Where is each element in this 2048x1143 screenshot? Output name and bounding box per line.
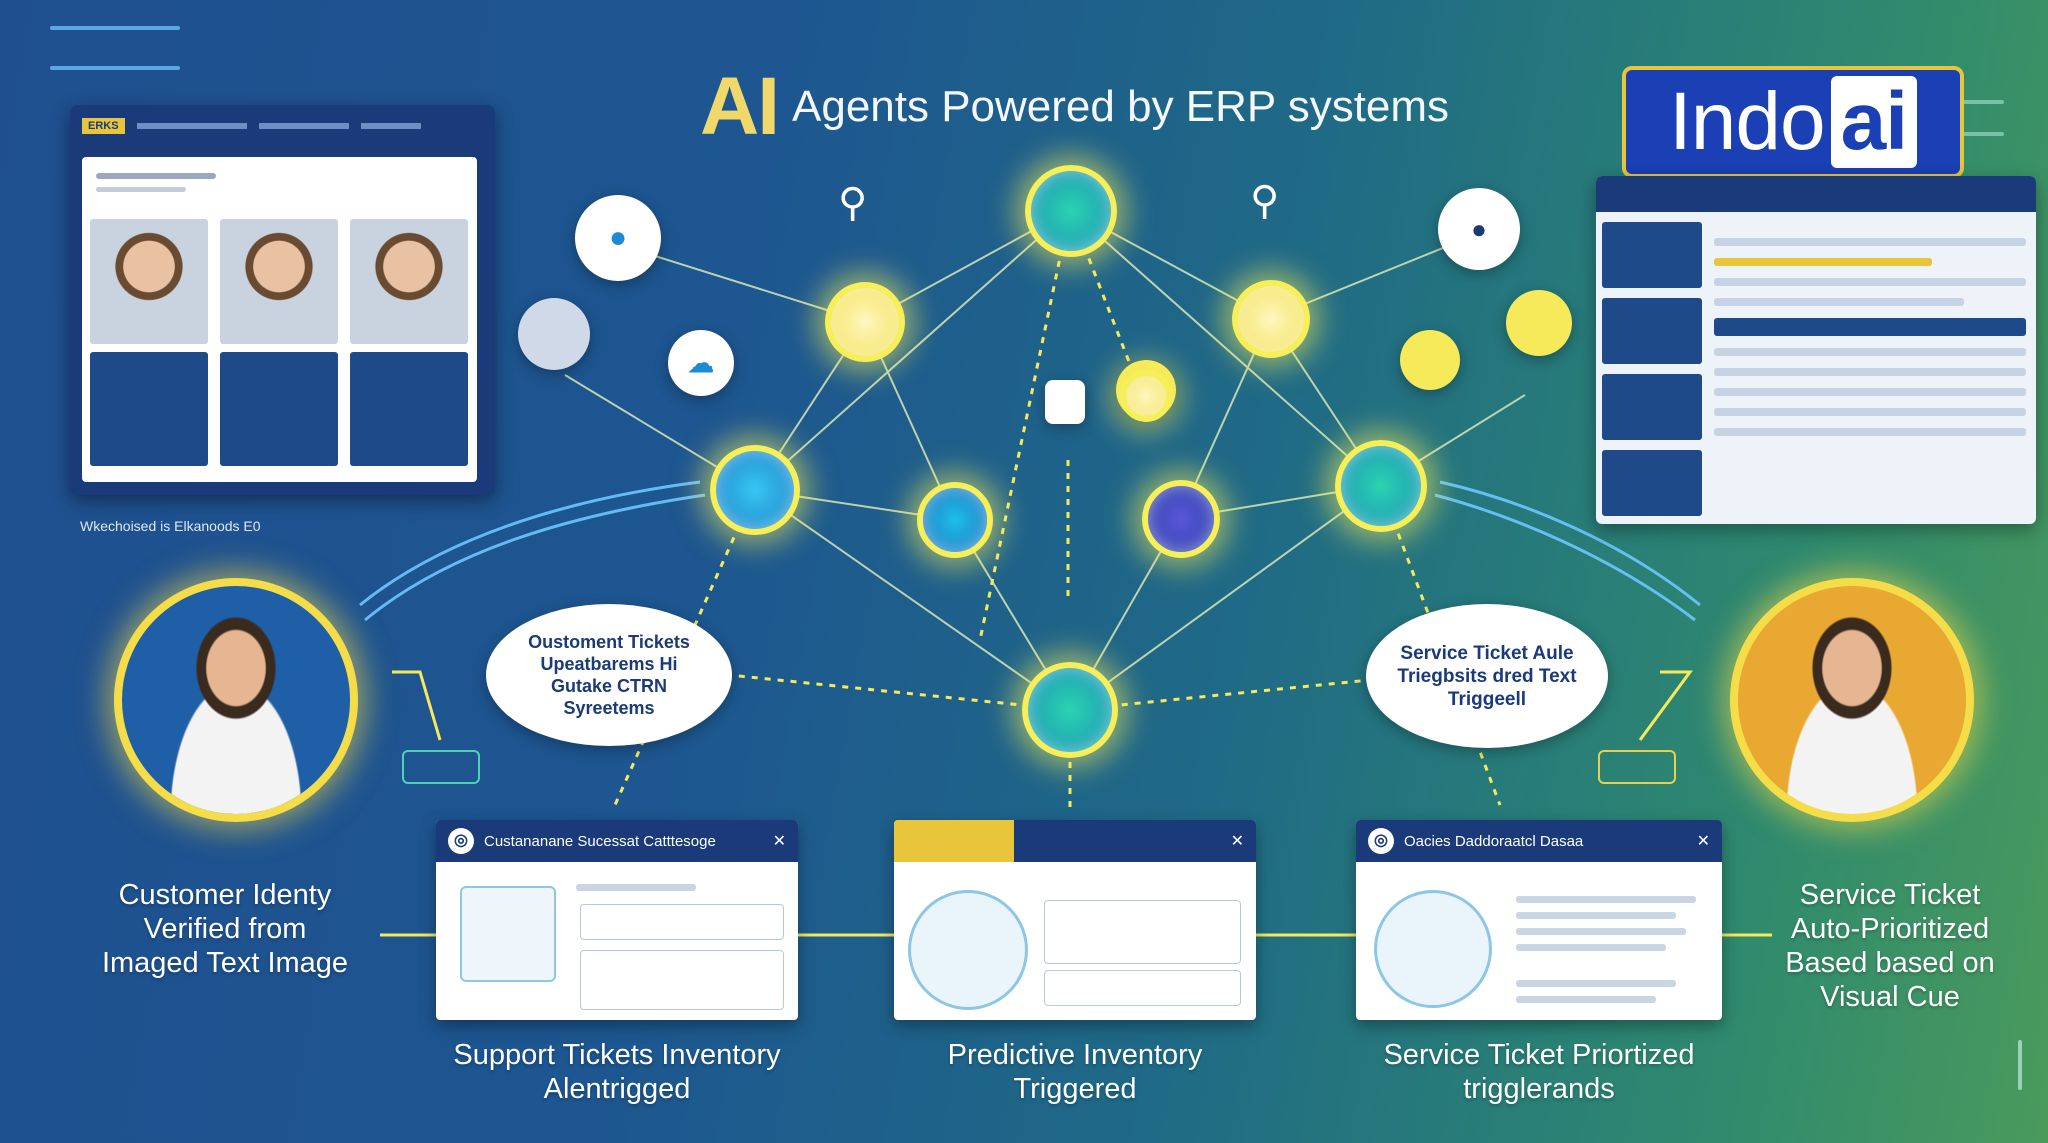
erp-toolbar: [1596, 176, 2036, 212]
crm-content: [82, 157, 477, 482]
customer-avatar-left: [114, 578, 358, 822]
profile-info: [90, 352, 208, 466]
inventory-icon: [908, 890, 1028, 1010]
info-bubble-icon: [518, 298, 590, 370]
deco-line: [1960, 100, 2004, 104]
inventory-panel: ✕: [894, 820, 1256, 1020]
profile-photo: [350, 219, 468, 344]
panel-header: ◎ Oacies Daddoraatcl Dasaa ✕: [1356, 820, 1722, 862]
network-node: [1232, 280, 1310, 358]
logo-ai: ai: [1830, 76, 1917, 168]
crm-toolbar-text: [258, 123, 349, 129]
network-node: [1025, 165, 1117, 257]
erp-rows: [1714, 226, 2026, 448]
network-node: [1335, 440, 1427, 532]
cloud-bubble-icon: ☁: [668, 330, 734, 396]
ticket-row: [580, 950, 784, 1010]
title-ai: AI: [700, 61, 780, 152]
panel-title: Custananane Sucessat Catttesoge: [484, 832, 716, 850]
speech-bubble-left: Oustoment Tickets Upeatbarems Hi Gutake …: [486, 604, 732, 746]
chat-bubble-icon: ●: [1438, 188, 1520, 270]
network-node: [917, 482, 993, 558]
caption-panel-2: Predictive Inventory Triggered: [947, 1039, 1203, 1105]
user-icon: ⚲: [1250, 179, 1280, 223]
crm-toolbar: ERKS: [82, 115, 483, 137]
service-ticket-panel: ◎ Oacies Daddoraatcl Dasaa ✕: [1356, 820, 1722, 1020]
alert-bubble-icon: [1400, 330, 1460, 390]
deco-line: [50, 26, 180, 30]
caption-left-person: Customer Identy Verified from Imaged Tex…: [101, 879, 349, 979]
deco-line: [50, 66, 180, 70]
document-icon: [1045, 380, 1085, 424]
panel-icon: ◎: [1368, 828, 1394, 854]
close-icon[interactable]: ✕: [1230, 833, 1244, 850]
crm-heading-line: [96, 187, 186, 192]
caption-right-person: Service Ticket Auto-Prioritized Based ba…: [1785, 879, 1995, 1013]
panel-icon: ◎: [448, 828, 474, 854]
speech-bubble-right: Service Ticket Aule Triegbsits dred Text…: [1366, 604, 1608, 748]
close-icon[interactable]: ✕: [772, 833, 786, 850]
ticket-row: [580, 904, 784, 940]
scan-icon: [460, 886, 556, 982]
customer-avatar-right: [1730, 578, 1974, 822]
erp-sidebar: [1602, 222, 1702, 518]
profile-photo: [220, 219, 338, 344]
network-node: [1022, 662, 1118, 758]
crm-card: ERKS: [70, 105, 495, 495]
deco-line: [2018, 1040, 2022, 1090]
profile-info: [220, 352, 338, 466]
network-node: [825, 282, 905, 362]
inventory-row: [1044, 900, 1241, 964]
erp-dashboard: [1596, 176, 2036, 524]
crm-toolbar-text: [360, 123, 421, 129]
crm-caption: Wkechoised is Elkanoods E0: [80, 518, 261, 534]
panel-header: ✕: [894, 820, 1256, 862]
title-rest: Agents Powered by ERP systems: [792, 82, 1450, 131]
panel-header: ◎ Custananane Sucessat Catttesoge ✕: [436, 820, 798, 862]
network-node: [1142, 480, 1220, 558]
profile-card: [90, 219, 208, 474]
profile-card: [350, 219, 468, 474]
network-node: [1120, 370, 1172, 422]
profile-photo: [90, 219, 208, 344]
logo-indo: Indo: [1669, 76, 1826, 167]
profile-card: [220, 219, 338, 474]
close-icon[interactable]: ✕: [1696, 833, 1710, 850]
panel-title: Oacies Daddoraatcl Dasaa: [1404, 832, 1584, 850]
crm-toolbar-text: [136, 123, 247, 129]
crm-tag: ERKS: [82, 118, 125, 134]
status-tag: [402, 750, 480, 784]
support-ticket-panel: ◎ Custananane Sucessat Catttesoge ✕: [436, 820, 798, 1020]
deco-line: [1960, 132, 2004, 136]
inventory-row: [1044, 970, 1241, 1006]
network-node: [710, 445, 800, 535]
status-tag: [1598, 750, 1676, 784]
caption-panel-1: Support Tickets Inventory Alentrigged: [453, 1039, 781, 1105]
profile-info: [350, 352, 468, 466]
caption-panel-3: Service Ticket Priortized trigglerands: [1383, 1039, 1695, 1105]
crm-heading-line: [96, 173, 216, 179]
chat-bubble-icon: ●: [575, 195, 661, 281]
alert-bubble-icon: [1506, 290, 1572, 356]
alert-icon: [1374, 890, 1492, 1008]
user-icon: ⚲: [838, 181, 868, 225]
